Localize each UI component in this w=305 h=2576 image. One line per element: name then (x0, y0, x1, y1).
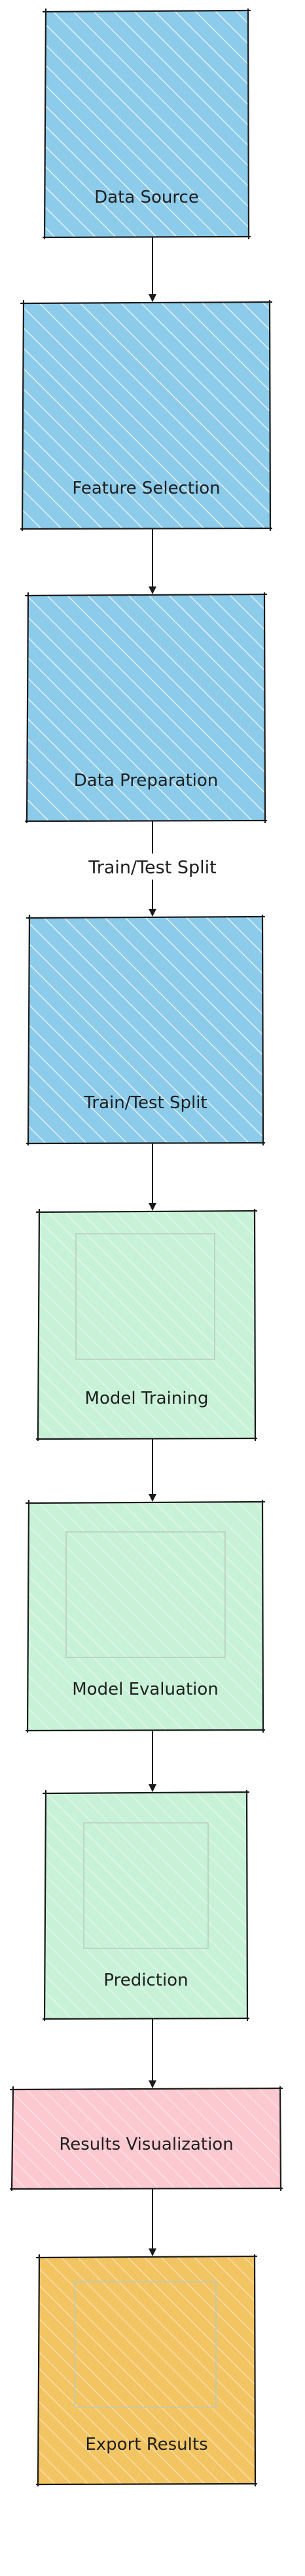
node-train-test-split: Train/Test Split (26, 914, 266, 1146)
node-hatch (23, 303, 270, 528)
node-inner-frame (83, 1822, 209, 1949)
edge-label: Train/Test Split (88, 858, 217, 878)
node-label: Data Preparation (74, 771, 219, 790)
node-label: Prediction (103, 1971, 188, 1990)
node-border (9, 2086, 283, 2192)
node-label: Results Visualization (59, 2135, 233, 2154)
node-inner-frame (74, 2281, 217, 2408)
node-model-evaluation: Model Evaluation (25, 1499, 266, 1733)
node-border (26, 914, 266, 1146)
node-hatch (45, 11, 248, 237)
node-border (35, 1208, 258, 1442)
node-feature-selection: Feature Selection (20, 299, 273, 532)
node-border (24, 592, 268, 824)
node-hatch (45, 1793, 247, 2018)
node-data-source: Data Source (42, 8, 251, 240)
node-border (42, 1789, 250, 2022)
node-label: Export Results (85, 2435, 207, 2454)
node-prediction: Prediction (42, 1789, 250, 2022)
node-label: Model Evaluation (72, 1680, 219, 1699)
node-label: Train/Test Split (83, 1093, 207, 1113)
node-hatch (29, 917, 262, 1143)
node-model-training: Model Training (35, 1208, 258, 1442)
edge-label-bg (45, 853, 260, 880)
node-hatch (12, 2089, 280, 2188)
node-label: Model Training (85, 1389, 209, 1408)
node-border (25, 1499, 266, 1733)
node-label: Feature Selection (72, 479, 220, 498)
node-data-preparation: Data Preparation (24, 592, 268, 824)
node-export-results: Export Results (35, 2254, 258, 2487)
node-border (42, 8, 251, 240)
node-inner-frame (65, 1531, 226, 1658)
node-border (20, 299, 273, 532)
edge-data-preparation-to-train-test-split: Train/Test Split (45, 821, 260, 917)
node-inner-frame (75, 1233, 215, 1360)
node-hatch (27, 595, 264, 821)
node-label: Data Source (94, 188, 199, 207)
node-hatch (28, 1502, 262, 1730)
node-results-visualization: Results Visualization (9, 2086, 283, 2192)
node-hatch (39, 1212, 255, 1438)
node-border (35, 2254, 258, 2487)
